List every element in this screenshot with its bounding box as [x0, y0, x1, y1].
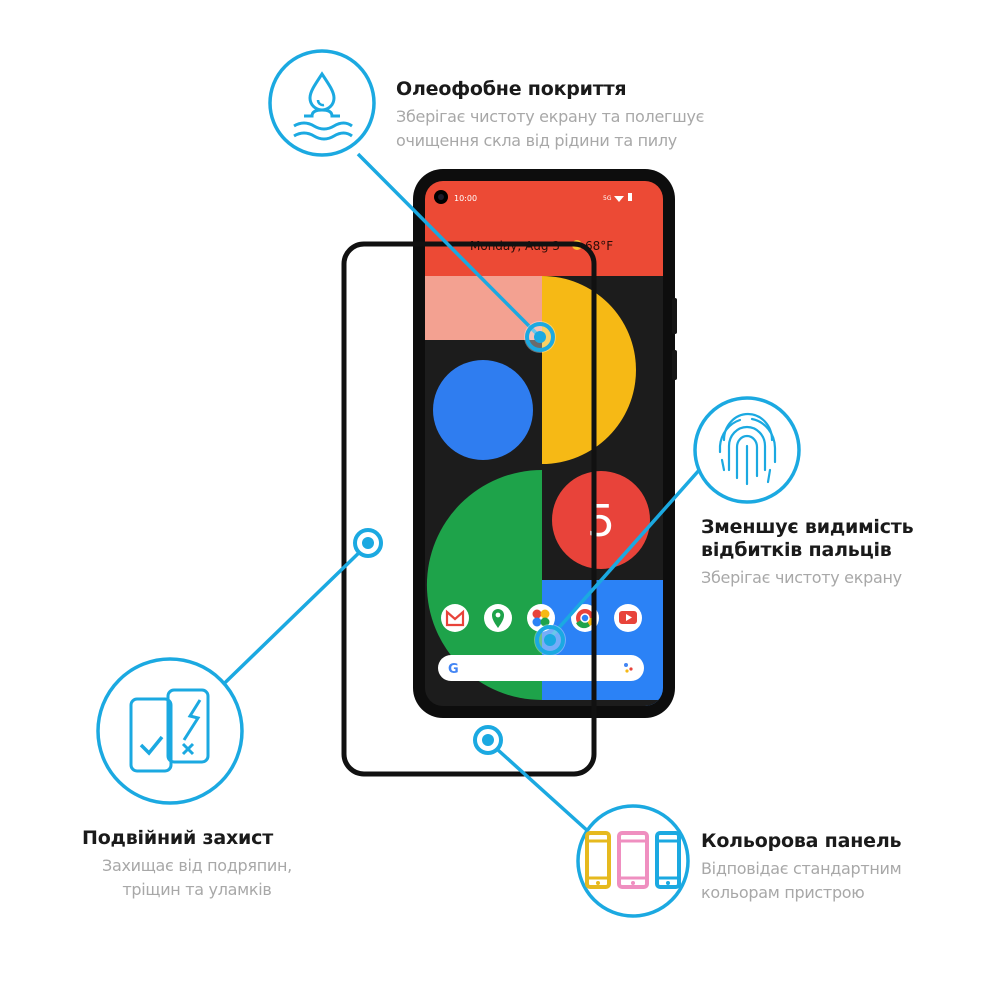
fingerprint-icon [718, 412, 777, 486]
status-time: 10:00 [454, 194, 477, 203]
phone-screen [425, 181, 663, 706]
feature-color-panel: Кольорова панель Відповідає стандартним … [701, 829, 931, 905]
green-tile [426, 469, 542, 701]
desc-line: тріщин та уламків [122, 880, 272, 899]
icon-fingerprint [693, 396, 801, 504]
feature-title: Подвійний захист [82, 827, 274, 849]
status-network: 5G [603, 195, 612, 202]
feature-description: Зберігає чистоту екрану [701, 566, 931, 590]
search-bar[interactable] [438, 655, 644, 681]
temperature: 68°F [585, 239, 613, 253]
feature-title: Олеофобне покриття [396, 78, 627, 100]
feature-double-protection: Подвійний захист Захищає від подряпин, т… [82, 826, 312, 902]
app-dock [441, 604, 642, 632]
feature-fingerprints: Зменшує видимість відбитків пальців Збер… [701, 516, 931, 590]
feature-oleophobic: Олеофобне покриття Зберігає чистоту екра… [396, 77, 726, 153]
google-logo: G [448, 662, 459, 677]
wifi-icon [614, 196, 624, 202]
yellow-tile [542, 276, 636, 464]
icon-oleophobic [268, 49, 376, 157]
double-protection-icon [129, 688, 210, 773]
battery-icon [628, 193, 632, 201]
glass-protector-frame [341, 241, 597, 777]
connector-lines [200, 152, 719, 844]
assistant-icon[interactable] [624, 663, 628, 667]
feature-title: Кольорова панель [701, 830, 902, 852]
red-circle [552, 471, 650, 569]
color-panel-icon [585, 831, 681, 889]
desc-line: Відповідає стандартним [701, 859, 902, 878]
pink-tile [425, 276, 542, 340]
desc-line: Зберігає чистоту екрану та полегшує [396, 107, 705, 126]
desc-line: Захищає від подряпин, [102, 856, 292, 875]
blue-circle [433, 360, 533, 460]
phone: 10:00 5G Monday, Aug 3 68°F 5 [413, 169, 677, 718]
target-markers [353, 321, 566, 755]
icon-double-protection [96, 657, 244, 805]
feature-description: Зберігає чистоту екрану та полегшує очищ… [396, 105, 726, 153]
desc-line: кольорам пристрою [701, 883, 865, 902]
feature-description: Відповідає стандартним кольорам пристрою [701, 857, 931, 905]
desc-line: Зберігає чистоту екрану [701, 568, 902, 587]
title-line: відбитків пальців [701, 539, 892, 561]
icon-color-panel [576, 804, 690, 918]
tile-number: 5 [587, 496, 615, 547]
desc-line: очищення скла від рідини та пилу [396, 131, 677, 150]
feature-description: Захищає від подряпин, тріщин та уламків [82, 854, 312, 902]
feature-title: Зменшує видимість відбитків пальців [701, 516, 931, 562]
title-line: Зменшує видимість [701, 516, 914, 538]
